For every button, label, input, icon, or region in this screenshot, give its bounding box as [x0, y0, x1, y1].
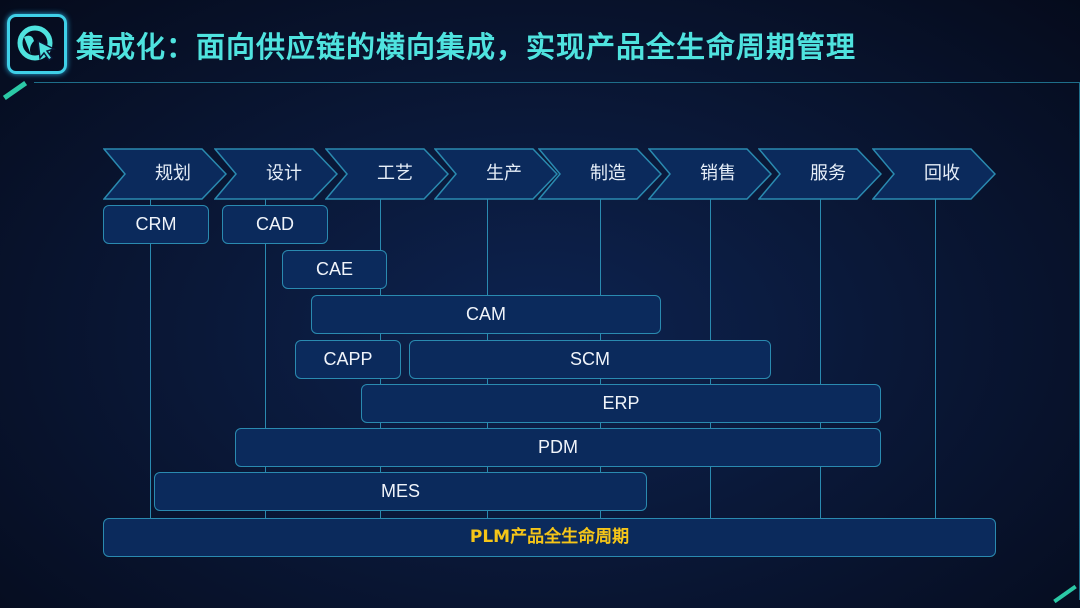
decorative-accent: [1053, 584, 1077, 604]
system-scm: SCM: [409, 340, 771, 379]
system-cae: CAE: [282, 250, 387, 289]
stage-chevron: 工艺: [325, 148, 449, 200]
system-plm: PLM产品全生命周期: [103, 518, 996, 557]
stage-chevron: 回收: [872, 148, 996, 200]
system-cam: CAM: [311, 295, 661, 334]
system-pdm: PDM: [235, 428, 881, 467]
system-mes: MES: [154, 472, 647, 511]
stage-chevron: 设计: [214, 148, 338, 200]
stage-label: 生产: [486, 163, 522, 184]
stage-chevron: 制造: [538, 148, 662, 200]
stage-chevron: 服务: [758, 148, 882, 200]
stage-line: [150, 198, 151, 518]
stage-label: 销售: [700, 163, 736, 184]
stage-line: [935, 198, 936, 518]
page-title: 集成化：面向供应链的横向集成，实现产品全生命周期管理: [76, 30, 857, 64]
stage-label: 工艺: [377, 163, 413, 184]
system-erp: ERP: [361, 384, 881, 423]
system-capp: CAPP: [295, 340, 401, 379]
stage-line: [265, 198, 266, 518]
system-crm: CRM: [103, 205, 209, 244]
stage-chevron: 生产: [434, 148, 558, 200]
logo-globe-cursor-icon: [7, 14, 67, 74]
stage-label: 服务: [810, 163, 846, 184]
stage-chevron: 规划: [103, 148, 227, 200]
stage-label: 设计: [266, 163, 302, 184]
stage-label: 规划: [155, 163, 191, 184]
stage-line: [820, 198, 821, 518]
stage-label: 制造: [590, 163, 626, 184]
stage-label: 回收: [924, 163, 960, 184]
decorative-accent: [2, 80, 28, 101]
system-cad: CAD: [222, 205, 328, 244]
stage-chevron: 销售: [648, 148, 772, 200]
